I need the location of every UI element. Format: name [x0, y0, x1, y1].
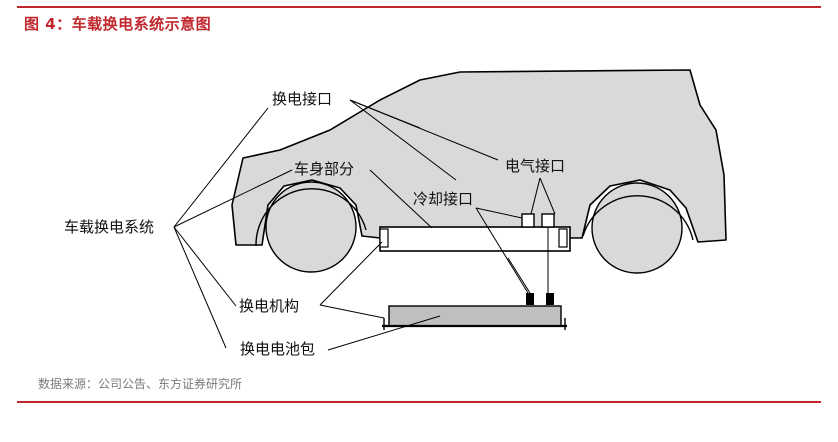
swap-frame-left-lock — [379, 228, 389, 248]
top-rule — [17, 6, 821, 8]
front-wheel — [265, 181, 357, 273]
battery-pack — [388, 305, 562, 327]
label-swap-mechanism: 换电机构 — [239, 297, 299, 315]
label-onboard-swap-system: 车载换电系统 — [64, 218, 154, 236]
battery-connector-1 — [526, 293, 534, 305]
label-electrical-interface: 电气接口 — [505, 157, 565, 175]
leader-lines — [173, 99, 556, 351]
figure-title: 图 4：车载换电系统示意图 — [24, 15, 212, 33]
label-cooling-interface: 冷却接口 — [413, 190, 473, 208]
rear-wheel-arch — [582, 195, 694, 241]
label-swap-battery-pack: 换电电池包 — [240, 340, 315, 358]
rear-wheel — [591, 182, 683, 274]
label-body-part: 车身部分 — [294, 160, 354, 178]
swap-frame-right-lock — [558, 228, 568, 248]
connector-cooling — [521, 213, 535, 228]
front-wheel-arch — [255, 188, 367, 247]
bottom-rule — [17, 401, 821, 403]
label-swap-interface: 换电接口 — [272, 90, 332, 108]
battery-connector-2 — [546, 293, 554, 305]
connector-electrical — [541, 213, 555, 228]
source-note: 数据来源：公司公告、东方证券研究所 — [38, 377, 243, 391]
swap-frame — [379, 226, 571, 252]
car-body — [231, 69, 727, 246]
